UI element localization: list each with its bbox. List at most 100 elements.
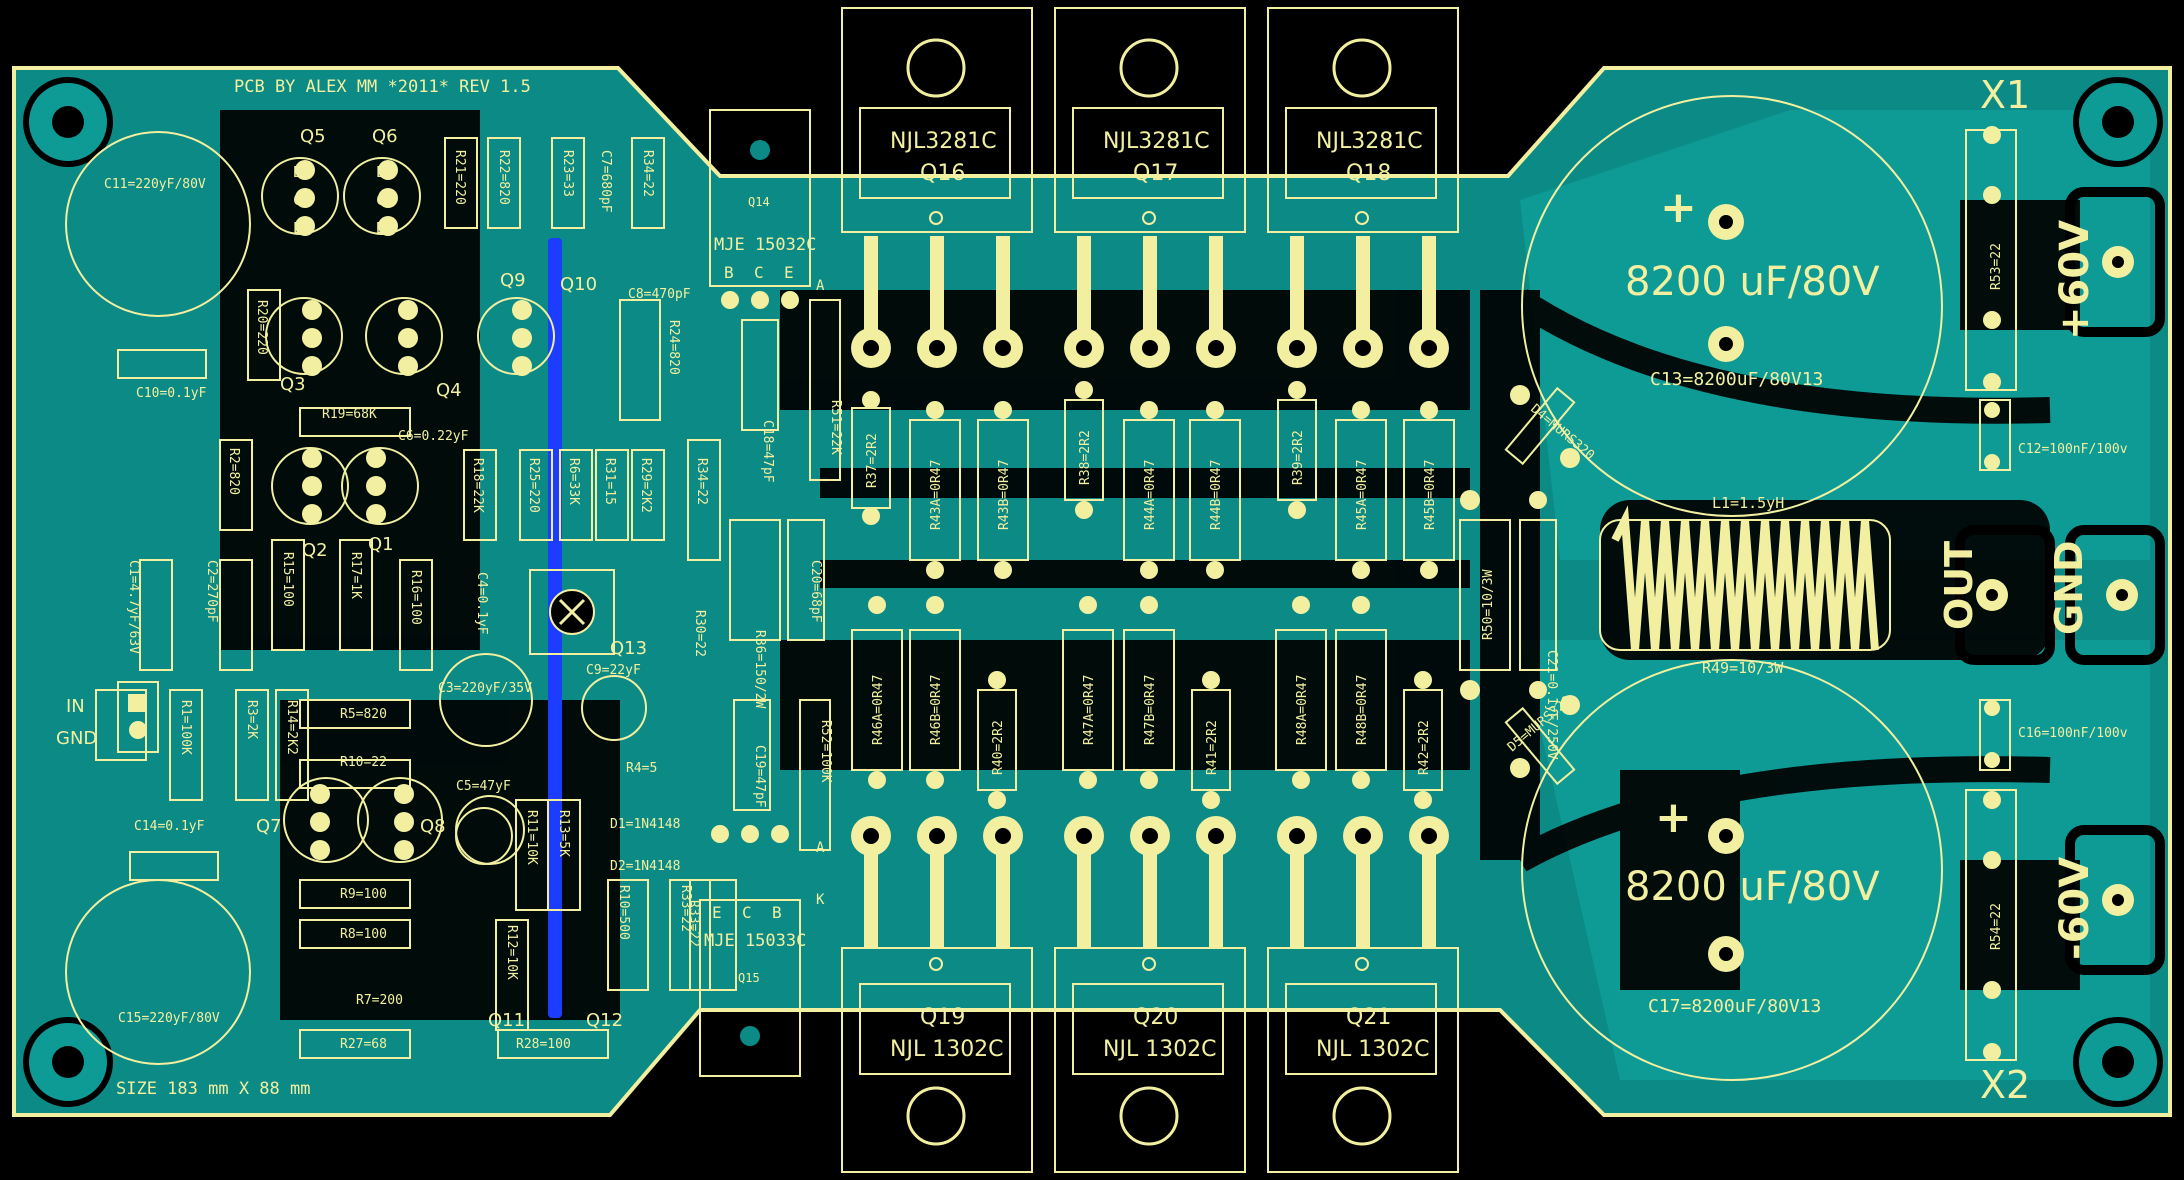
svg-text:C20=68pF: C20=68pF [808, 560, 823, 623]
svg-text:C21=0.1yF/250V: C21=0.1yF/250V [1544, 650, 1559, 760]
svg-text:R33=22: R33=22 [686, 900, 701, 947]
svg-text:R15=100: R15=100 [280, 552, 295, 607]
svg-text:R50=10/3W: R50=10/3W [1481, 569, 1496, 640]
x2-label: X2 [1980, 1063, 2030, 1107]
svg-text:C: C [742, 903, 752, 922]
svg-text:R48A=0R47: R48A=0R47 [1295, 675, 1310, 745]
q20: Q20 NJL 1302C [1054, 947, 1246, 1173]
small-transistors [261, 157, 555, 865]
svg-text:R5=820: R5=820 [340, 707, 387, 722]
svg-text:Q3: Q3 [280, 374, 306, 395]
transistor-group-bottom: Q19 NJL 1302C Q20 NJL 1302C Q21 NJL 1302… [841, 947, 1459, 1173]
svg-text:Q2: Q2 [302, 540, 328, 561]
svg-text:MJE 15032C: MJE 15032C [714, 235, 816, 255]
svg-text:R18=22K: R18=22K [470, 458, 485, 513]
right-pads [1983, 126, 2001, 1061]
power-legs [864, 236, 1436, 948]
svg-text:Q1: Q1 [368, 534, 394, 555]
emitter-resistor-pads [862, 381, 1438, 809]
svg-text:R34=22: R34=22 [694, 458, 709, 505]
q21-ref: Q21 [1346, 1005, 1391, 1030]
mount-hole-br [2073, 1017, 2163, 1107]
jumper-wire [548, 238, 562, 1018]
svg-text:Q12: Q12 [586, 1010, 623, 1031]
svg-text:R47B=0R47: R47B=0R47 [1143, 675, 1158, 745]
q18-ref: Q18 [1346, 161, 1391, 186]
big-cap-c13: + 8200 uF/80V C13=8200uF/80V13 [1521, 95, 1943, 517]
svg-text:D1=1N4148: D1=1N4148 [610, 817, 680, 832]
svg-text:C9=22yF: C9=22yF [586, 663, 641, 678]
small-transistor-pin-letters: B C E E C B [293, 163, 385, 237]
svg-text:R8=100: R8=100 [340, 927, 387, 942]
svg-text:R34=22: R34=22 [640, 150, 655, 197]
svg-text:MJE 15033C: MJE 15033C [704, 931, 806, 951]
svg-text:C1=4.7yF/63V: C1=4.7yF/63V [126, 560, 141, 654]
emitter-resistor-labels: R37=2R2 R43A=0R47 R43B=0R47 R38=2R2 R44A… [865, 430, 1438, 775]
svg-text:R13=5K: R13=5K [556, 810, 571, 857]
c17-plus: + [1655, 792, 1692, 843]
svg-text:R43A=0R47: R43A=0R47 [929, 460, 944, 530]
input-connector [117, 681, 159, 753]
svg-text:Q8: Q8 [420, 816, 446, 837]
svg-text:C19=47pF: C19=47pF [752, 745, 767, 808]
big-cap-c17: + 8200 uF/80V C17=8200uF/80V13 [1521, 659, 1943, 1081]
svg-text:B: B [293, 163, 302, 181]
c17-label: C17=8200uF/80V13 [1648, 996, 1821, 1017]
svg-text:R2=820: R2=820 [226, 448, 241, 495]
c17-value: 8200 uF/80V [1625, 864, 1880, 910]
svg-text:R10=500: R10=500 [616, 885, 631, 940]
svg-text:R14=2K2: R14=2K2 [284, 700, 299, 755]
svg-text:R11=10K: R11=10K [524, 810, 539, 865]
svg-text:R45B=0R47: R45B=0R47 [1423, 460, 1438, 530]
out-label: OUT [1937, 541, 1981, 630]
mount-hole-bl [23, 1017, 113, 1107]
q18-part: NJL3281C [1316, 129, 1423, 154]
svg-text:C10=0.1yF: C10=0.1yF [136, 386, 207, 401]
svg-text:C14=0.1yF: C14=0.1yF [134, 819, 205, 834]
left-passive-labels: R21=220 R22=820 R23=33 R34=22 C7=680pF R… [104, 150, 709, 1052]
svg-text:R51=22K: R51=22K [828, 400, 843, 455]
svg-text:C15=220yF/80V: C15=220yF/80V [118, 1011, 220, 1026]
svg-text:C11=220yF/80V: C11=220yF/80V [104, 177, 206, 192]
svg-text:R33=22: R33=22 [678, 885, 693, 932]
svg-text:R9=100: R9=100 [340, 887, 387, 902]
svg-text:C: C [376, 191, 385, 209]
svg-text:C3=220yF/35V: C3=220yF/35V [438, 681, 532, 696]
r50-c21: R50=10/3W C21=0.1yF/250V [1459, 490, 1559, 760]
svg-text:R3=2K: R3=2K [244, 700, 259, 739]
svg-text:C8=470pF: C8=470pF [628, 287, 691, 302]
svg-text:R40=2R2: R40=2R2 [991, 720, 1006, 775]
svg-text:C4=0.1yF: C4=0.1yF [474, 572, 489, 635]
gnd-label: GND [2047, 540, 2091, 635]
svg-text:A: A [816, 278, 825, 294]
svg-text:E: E [712, 903, 722, 922]
svg-text:B: B [772, 903, 782, 922]
q19-ref: Q19 [920, 1005, 965, 1030]
svg-text:C: C [293, 191, 302, 209]
q21: Q21 NJL 1302C [1267, 947, 1459, 1173]
q20-ref: Q20 [1133, 1005, 1178, 1030]
svg-text:C6=0.22yF: C6=0.22yF [398, 429, 469, 444]
mount-hole-tr [2073, 77, 2163, 167]
svg-text:E: E [293, 219, 302, 237]
svg-text:R48B=0R47: R48B=0R47 [1355, 675, 1370, 745]
svg-text:R20=220: R20=220 [254, 300, 269, 355]
svg-text:R45A=0R47: R45A=0R47 [1355, 460, 1370, 530]
mounting-holes [23, 77, 2163, 1107]
c13-label: C13=8200uF/80V13 [1650, 369, 1823, 390]
svg-text:D2=1N4148: D2=1N4148 [610, 859, 680, 874]
svg-text:C7=680pF: C7=680pF [598, 150, 613, 213]
mount-hole-tl [23, 77, 113, 167]
svg-text:R17=1K: R17=1K [348, 552, 363, 599]
svg-text:R30=22: R30=22 [692, 610, 707, 657]
svg-text:R21=220: R21=220 [452, 150, 467, 205]
pos60-label: +60V [2052, 220, 2098, 340]
driver-passive-labels: C18=47pF R51=22K R36=150/2W C20=68pF C19… [686, 278, 843, 947]
input-label: IN [66, 696, 85, 717]
q19-part: NJL 1302C [890, 1037, 1004, 1062]
svg-text:R10=22: R10=22 [340, 755, 387, 770]
svg-text:A: A [816, 840, 825, 856]
svg-text:E: E [784, 263, 794, 282]
svg-text:Q14: Q14 [748, 195, 770, 209]
